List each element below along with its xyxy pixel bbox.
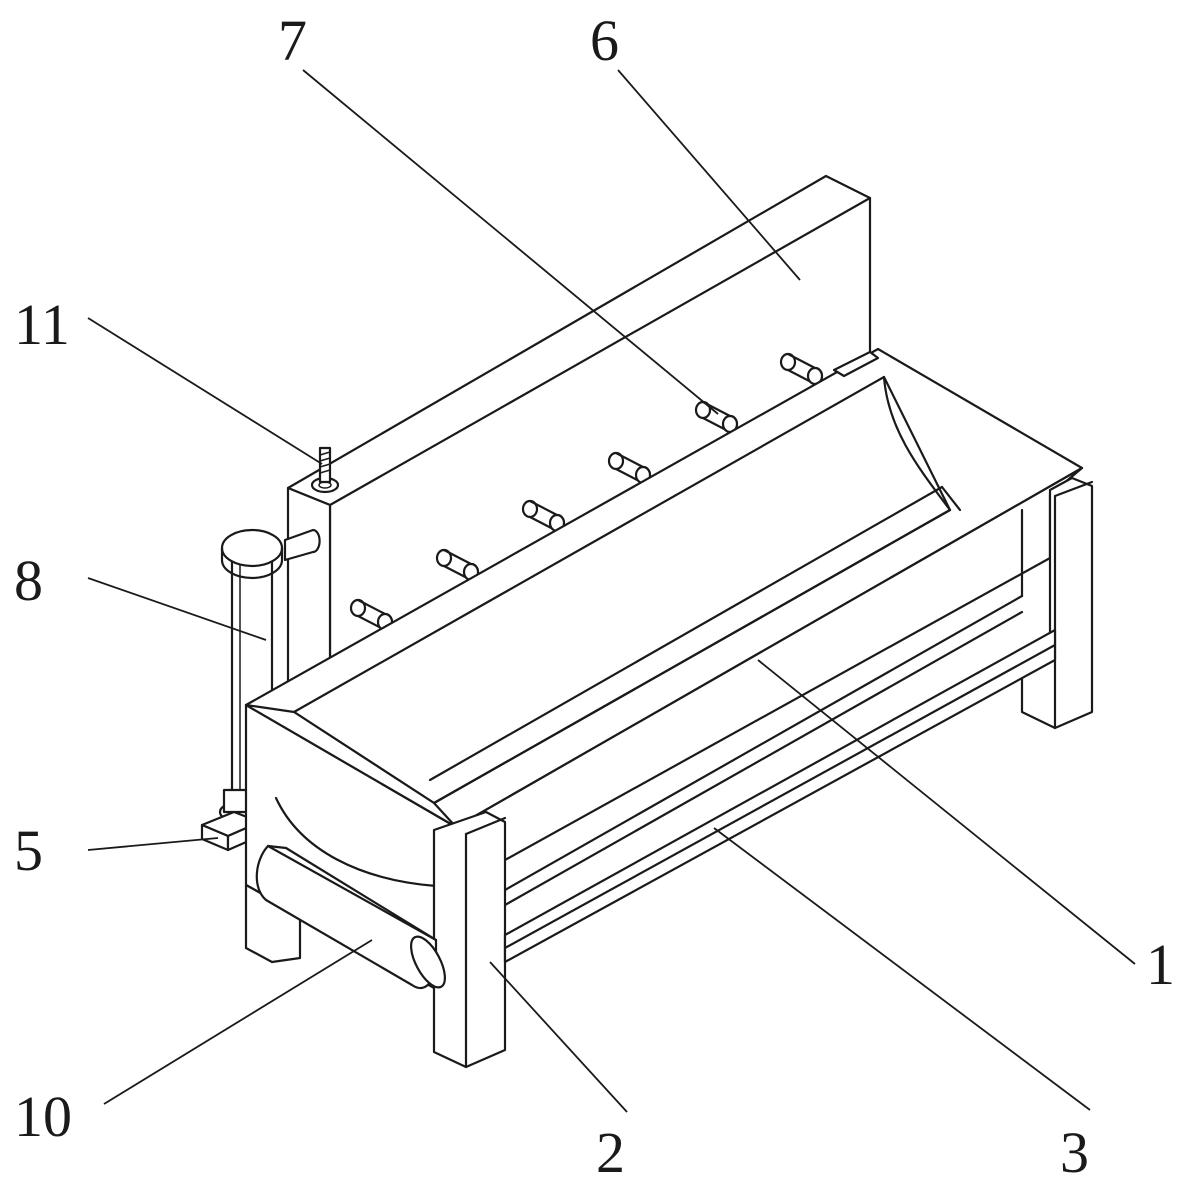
label-8: 8 [14, 548, 43, 613]
leader-2 [490, 962, 627, 1112]
leader-5 [88, 838, 218, 850]
leader-3 [714, 828, 1090, 1110]
label-1: 1 [1146, 932, 1175, 997]
label-3: 3 [1060, 1120, 1089, 1185]
label-2: 2 [596, 1120, 625, 1185]
label-6: 6 [590, 8, 619, 73]
label-10: 10 [14, 1084, 72, 1149]
leader-11 [88, 318, 322, 464]
leader-10 [104, 940, 372, 1104]
label-5: 5 [14, 818, 43, 883]
label-7: 7 [278, 8, 307, 73]
label-11: 11 [14, 292, 70, 357]
